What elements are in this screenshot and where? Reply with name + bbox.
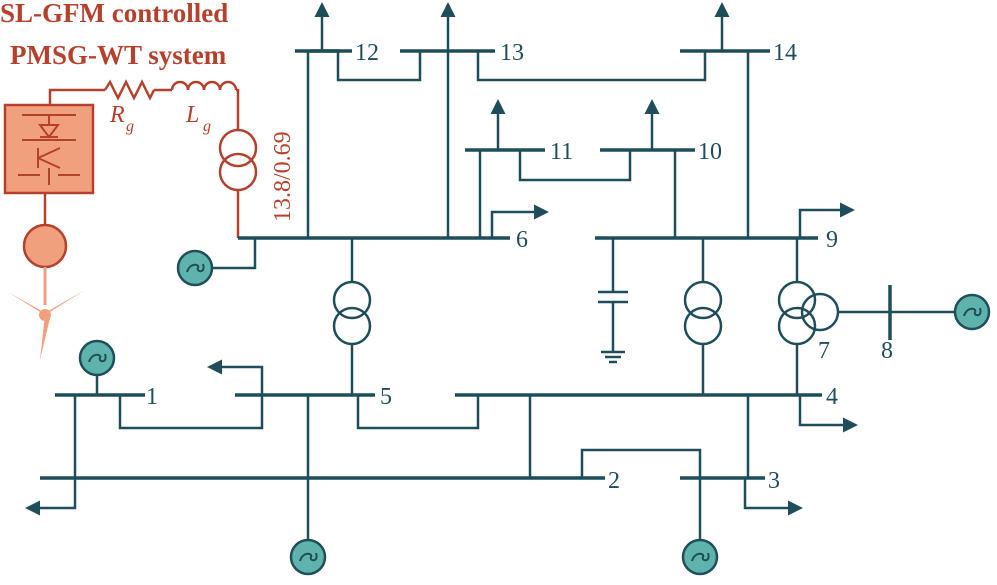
generator-icon bbox=[176, 249, 214, 287]
bus-11-label: 11 bbox=[550, 139, 573, 165]
wind-turbine-icon bbox=[8, 267, 85, 360]
title-line-1: SL-GFM controlled bbox=[0, 0, 228, 28]
bus-9-label: 9 bbox=[826, 227, 838, 253]
inductor-symbol: L bbox=[185, 102, 199, 128]
ground-icon bbox=[601, 350, 625, 364]
bus-13-label: 13 bbox=[500, 40, 524, 66]
transformer-4-9-icon bbox=[683, 280, 723, 346]
resistor-symbol: R bbox=[109, 102, 125, 128]
bus-1-label: 1 bbox=[146, 384, 158, 410]
bus-4-label: 4 bbox=[826, 384, 838, 410]
inductor-subscript: g bbox=[203, 118, 211, 135]
bus-3-label: 3 bbox=[768, 468, 780, 494]
generator-icon bbox=[953, 293, 991, 331]
bus-2-label: 2 bbox=[608, 468, 620, 494]
bus-8-label: 8 bbox=[881, 338, 893, 364]
pmsg-generator-icon bbox=[22, 223, 68, 269]
bus-12-label: 12 bbox=[355, 40, 379, 66]
capacitor-icon bbox=[598, 290, 628, 304]
title-line-2: PMSG-WT system bbox=[10, 40, 227, 70]
converter-icon bbox=[3, 103, 95, 195]
three-winding-transformer-icon bbox=[777, 280, 840, 346]
wt-transformer-icon bbox=[218, 128, 258, 192]
resistor-icon bbox=[103, 79, 156, 101]
bus-6-label: 6 bbox=[516, 227, 528, 253]
wind-system: R g L g 13.8/0.69 bbox=[3, 79, 296, 360]
transformer-ratio-label: 13.8/0.69 bbox=[270, 131, 296, 222]
generator-icon bbox=[78, 339, 116, 377]
bus-10-label: 10 bbox=[698, 139, 722, 165]
bus-5-label: 5 bbox=[380, 384, 392, 410]
bus-7-label: 7 bbox=[818, 338, 830, 364]
resistor-subscript: g bbox=[126, 118, 134, 135]
generator-icon bbox=[289, 538, 327, 576]
inductor-icon bbox=[170, 80, 238, 91]
generator-icon bbox=[681, 538, 719, 576]
transformer-5-6-icon bbox=[332, 280, 372, 346]
network: 1 2 3 4 5 6 7 8 9 10 11 12 13 14 bbox=[25, 2, 991, 576]
bus-14-label: 14 bbox=[773, 40, 797, 66]
load-arrow-icon bbox=[25, 2, 858, 516]
